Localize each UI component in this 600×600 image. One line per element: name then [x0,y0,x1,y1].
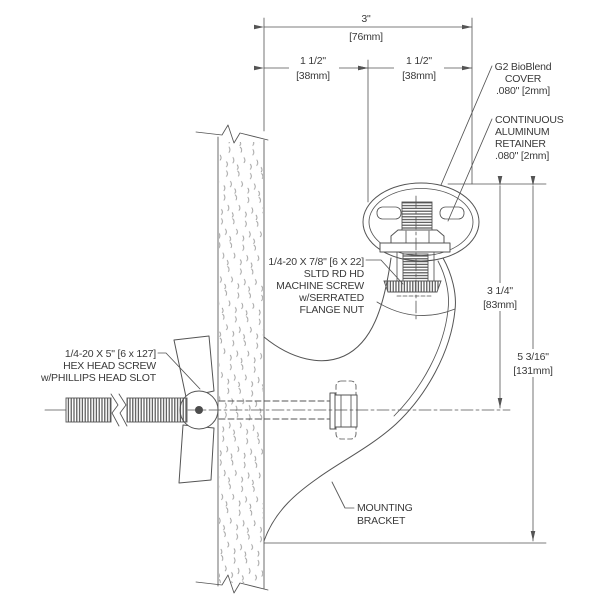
callout-anchor-screw-line: HEX HEAD SCREW [63,360,156,372]
screw-tip-dot [195,406,203,414]
screw-break-zigzag [118,393,128,427]
nut-body [334,394,358,428]
dim-overall-mm: [76mm] [349,31,383,43]
bracket-hex-nut [329,392,358,430]
dim-text-mask [474,283,526,311]
washer-plate [379,242,451,253]
toggle-lower-wing [178,424,215,484]
callout-anchor-screw: 1/4-20 X 5" [6 x 127] HEX HEAD SCREW w/P… [40,348,157,384]
leader-machine-screw [365,259,404,285]
leader-cover [440,65,493,186]
machine-screw-assembly [379,195,451,323]
callout-anchor-screw-line: 1/4-20 X 5" [6 x 127] [65,348,156,360]
callout-retainer-line: .080" [2mm] [495,150,549,162]
wall-section [195,124,269,594]
retainer-right-slot [439,206,465,220]
dim-rail-base-in: 5 3/16" [517,351,549,363]
dim-text-mask [502,349,564,377]
bracket-bell-rim [376,301,456,316]
leader-anchor-screw [157,352,201,390]
screw-threads-right [126,397,188,423]
dim-text-mask [394,56,444,82]
bracket-upper-curve [263,257,392,362]
leader-lines [157,65,493,509]
callout-bracket-line: MOUNTING [357,502,413,514]
callout-retainer: CONTINUOUS ALUMINUM RETAINER .080" [2mm] [495,114,564,162]
callout-cover-line: COVER [505,73,542,85]
hidden-screw-shank [218,400,335,420]
bracket-inner-thickness-line [393,260,449,417]
callout-bracket-line: BRACKET [357,515,406,527]
serrated-flange-nut [383,280,442,293]
callout-machine-screw-line: MACHINE SCREW [276,280,364,292]
screw-threads-left [65,397,112,423]
callout-machine-screw-line: SLTD RD HD [304,268,365,280]
bracket-outer-curve [263,257,456,542]
dim-text-mask [289,56,339,82]
wall-hatch [219,142,263,583]
retainer-left-slot [376,206,402,220]
wall-bottom-break-line [195,574,269,594]
toggle-upper-wing [173,335,215,398]
callout-machine-screw: 1/4-20 X 7/8" [6 X 22] SLTD RD HD MACHIN… [268,256,365,316]
callout-mounting-bracket: MOUNTING BRACKET [357,502,413,527]
leader-mounting-bracket [331,481,355,509]
dim-rail-base-mm: [131mm] [513,365,553,377]
callout-retainer-line: RETAINER [495,138,546,150]
wall-top-break-line [195,124,269,144]
dimensions: 3" [76mm] 1 1/2" [38mm] 1 1/2" [38mm] 3 … [254,13,564,544]
dim-right-half-in: 1 1/2" [406,55,432,67]
machine-screw-hex-nut [390,229,445,244]
machine-screw-threads-lower [402,253,429,282]
hex-head-screw [65,393,188,427]
callout-machine-screw-line: 1/4-20 X 7/8" [6 X 22] [268,256,364,268]
callout-retainer-line: ALUMINUM [495,126,549,138]
dim-text-mask [339,29,395,43]
callout-machine-screw-line: w/SERRATED [298,292,365,304]
callout-texts: G2 BioBlend COVER .080" [2mm] CONTINUOUS… [40,61,564,527]
nut-flange-washer [329,392,336,430]
machine-screw-threads-upper [401,201,433,231]
callout-cover-line: G2 BioBlend [495,61,552,73]
dim-right-half-mm: [38mm] [402,70,436,82]
callout-retainer-line: CONTINUOUS [495,114,564,126]
dim-overall-in: 3" [361,13,371,25]
leader-retainer [447,118,493,222]
dim-left-half-in: 1 1/2" [300,55,326,67]
callout-cover: G2 BioBlend COVER .080" [2mm] [495,61,552,97]
callout-machine-screw-line: FLANGE NUT [299,304,364,316]
screw-break-zigzag [110,393,120,427]
dim-left-half-mm: [38mm] [296,70,330,82]
callout-cover-line: .080" [2mm] [496,85,550,97]
dim-rail-centerline-mm: [83mm] [483,299,517,311]
dim-rail-centerline-in: 3 1/4" [487,285,513,297]
callout-anchor-screw-line: w/PHILLIPS HEAD SLOT [40,372,157,384]
